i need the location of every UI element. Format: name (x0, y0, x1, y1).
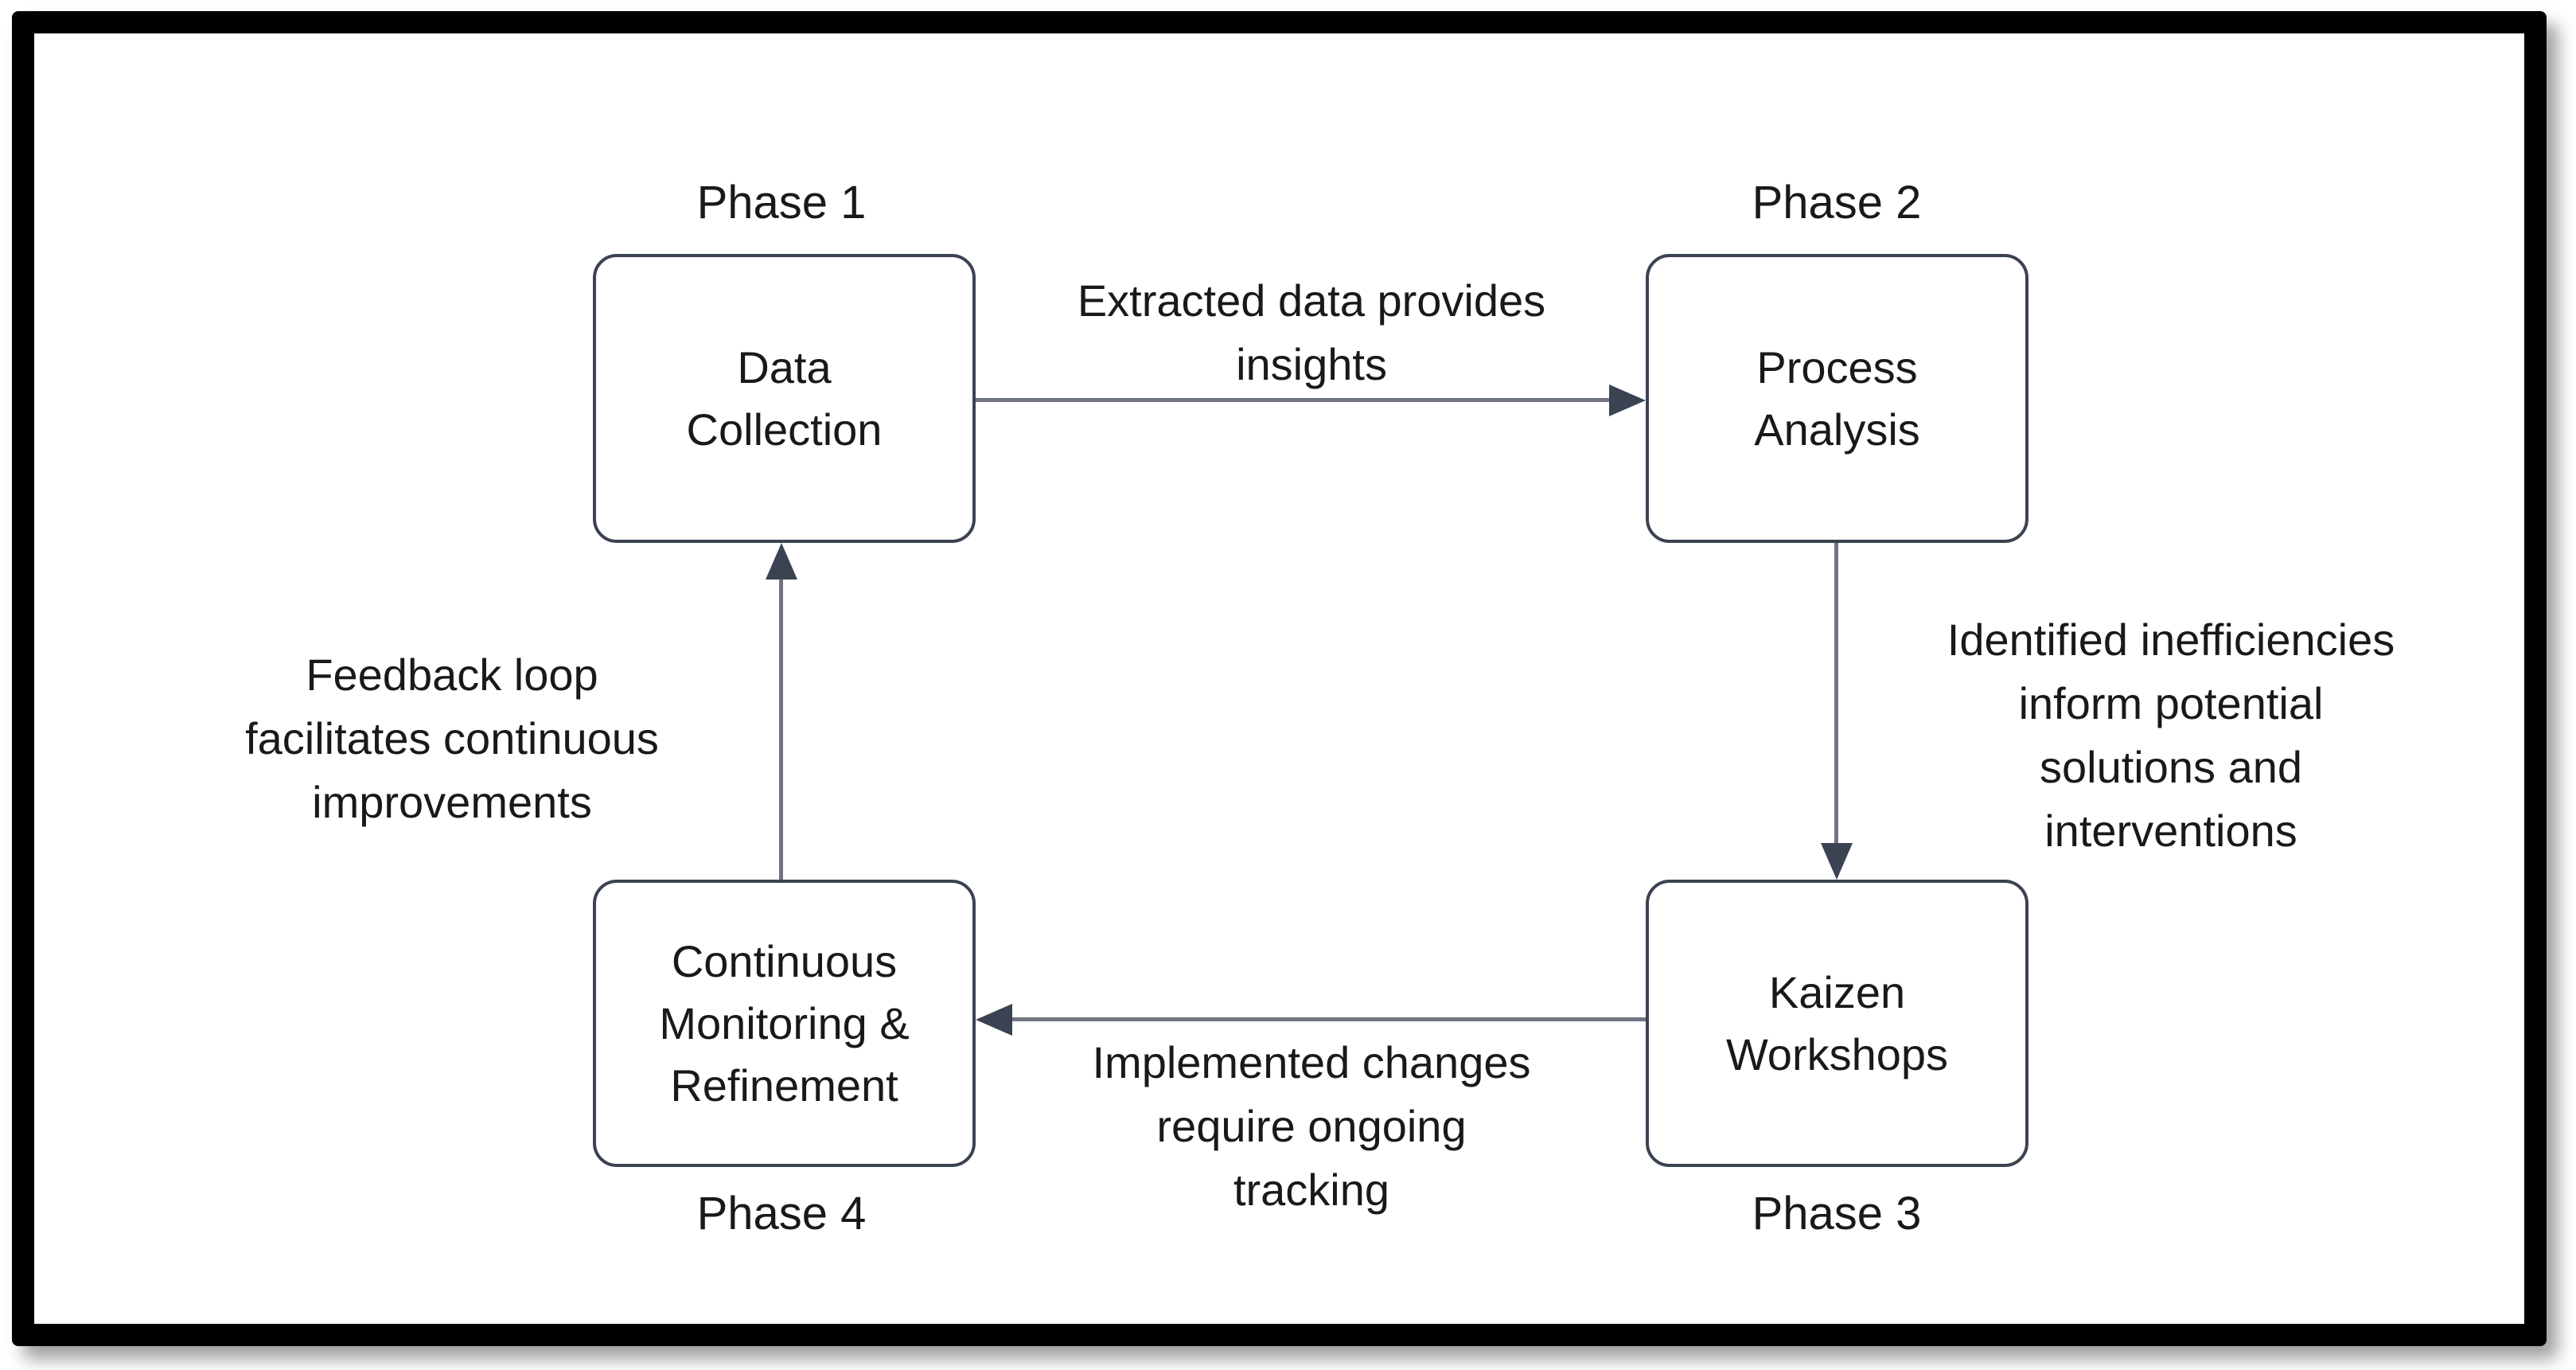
node-process-analysis: Process Analysis (1646, 254, 2028, 543)
phase-1-caption: Phase 1 (696, 177, 867, 228)
node-continuous-monitoring-label: Continuous Monitoring & Refinement (659, 935, 910, 1110)
arrowhead-left-icon (976, 1004, 1012, 1036)
node-continuous-monitoring: Continuous Monitoring & Refinement (593, 880, 976, 1167)
phase-2-caption: Phase 2 (1752, 177, 1922, 228)
diagram-frame: Phase 1 Phase 2 Phase 3 Phase 4 Data Col… (12, 11, 2547, 1346)
node-kaizen-workshops: Kaizen Workshops (1646, 880, 2028, 1167)
arrowhead-right-icon (1609, 384, 1646, 416)
edge-kaizen-to-monitoring-label: Implemented changes require ongoing trac… (1092, 1037, 1531, 1215)
phase-3-caption: Phase 3 (1752, 1188, 1922, 1239)
node-kaizen-workshops-label: Kaizen Workshops (1725, 966, 1949, 1079)
edge-data-to-process-line (976, 398, 1611, 402)
arrowhead-up-icon (766, 543, 797, 580)
arrowhead-down-icon (1821, 843, 1853, 880)
edge-monitoring-to-data-line (779, 580, 783, 880)
node-process-analysis-label: Process Analysis (1754, 342, 1920, 455)
edge-process-to-kaizen-label: Identified inefficiencies inform potenti… (1947, 615, 2395, 856)
edge-data-to-process-label: Extracted data provides insights (1077, 275, 1546, 389)
node-data-collection: Data Collection (593, 254, 976, 543)
edge-monitoring-to-data-label: Feedback loop facilitates continuous imp… (245, 650, 659, 827)
node-data-collection-label: Data Collection (686, 342, 883, 455)
phase-4-caption: Phase 4 (696, 1188, 867, 1239)
edge-kaizen-to-monitoring-line (1012, 1017, 1646, 1021)
edge-process-to-kaizen-line (1834, 543, 1838, 845)
